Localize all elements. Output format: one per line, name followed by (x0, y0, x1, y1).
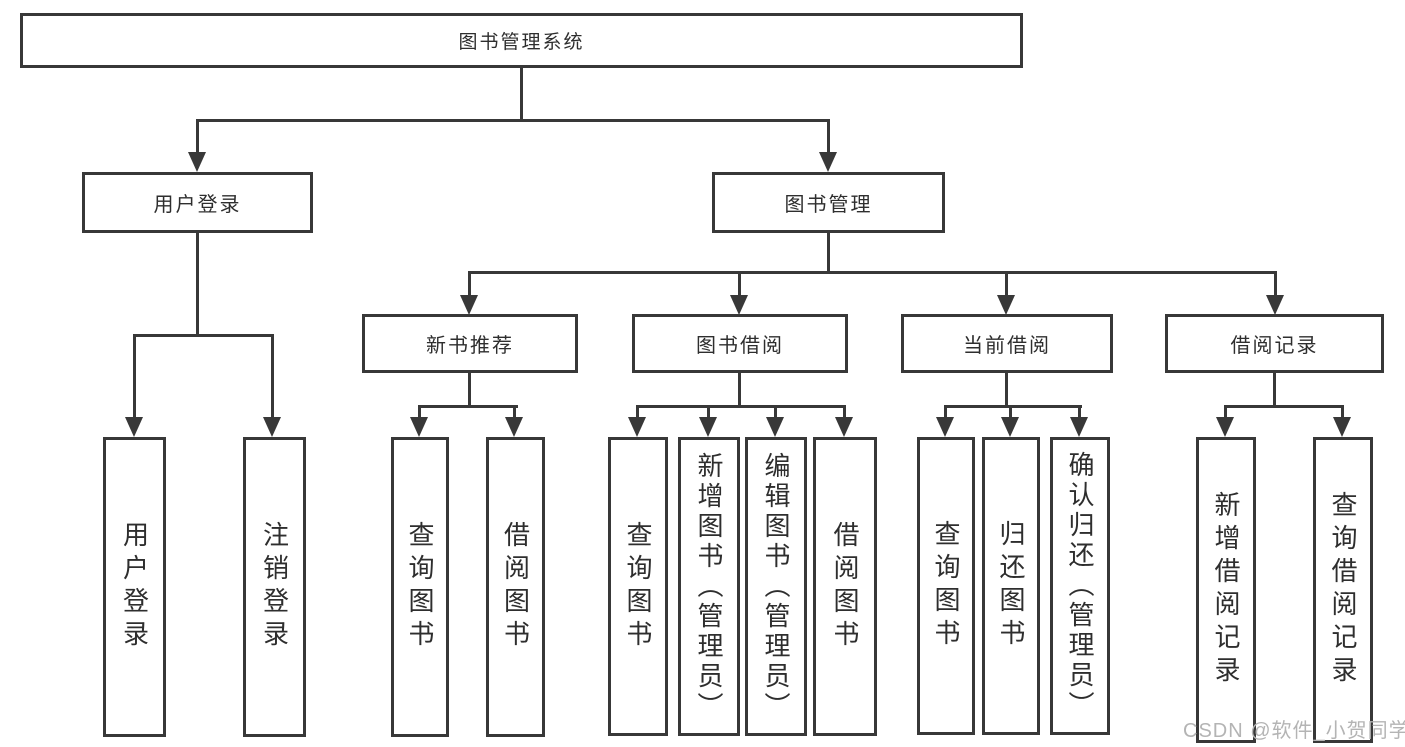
leaf-query-book-current: 查询图书 (917, 437, 975, 735)
node-book-mgmt: 图书管理 (712, 172, 945, 233)
leaf-edit-book: 编辑图书（管理员） (745, 437, 807, 736)
arrow-borrow-record (1266, 295, 1284, 315)
leaf-borrow-book-borrow: 借阅图书 (813, 437, 877, 736)
connector-drop-book-borrow (738, 271, 741, 299)
arrow-borrow-book-borrow (835, 417, 853, 437)
connector-user-leaves-rail (133, 334, 274, 337)
node-borrow-record: 借阅记录 (1165, 314, 1384, 373)
connector-current-borrow-stem (1005, 371, 1008, 408)
node-new-book-rec: 新书推荐 (362, 314, 578, 373)
connector-drop-return-book (1009, 405, 1012, 421)
connector-drop-borrow-book-borrow (843, 405, 846, 421)
csdn-watermark: CSDN @软件_小贺同学 (1183, 720, 1405, 742)
leaf-logout: 注销登录 (243, 437, 306, 737)
leaf-query-book-rec: 查询图书 (391, 437, 449, 737)
connector-current-borrow-rail (944, 405, 1082, 408)
connector-drop-leaf-user-login (133, 334, 136, 421)
arrow-borrow-book-rec (505, 417, 523, 437)
connector-new-book-rec-rail (418, 405, 518, 408)
arrow-query-record (1333, 417, 1351, 437)
connector-root-stem (520, 66, 523, 122)
connector-level3-rail (468, 271, 1277, 274)
connector-drop-borrow-book-rec (513, 405, 516, 421)
connector-drop-add-record (1224, 405, 1227, 421)
arrow-query-book-rec (410, 417, 428, 437)
connector-book-mgmt-stem (827, 231, 830, 274)
arrow-return-book (1001, 417, 1019, 437)
arrow-user-login (188, 152, 206, 172)
node-current-borrow: 当前借阅 (901, 314, 1113, 373)
arrow-current-borrow (997, 295, 1015, 315)
leaf-user-login: 用户登录 (103, 437, 166, 737)
connector-borrow-record-rail (1224, 405, 1344, 408)
connector-drop-book-mgmt (827, 119, 830, 156)
connector-drop-borrow-record (1274, 271, 1277, 299)
connector-book-borrow-stem (738, 371, 741, 408)
node-book-borrow: 图书借阅 (632, 314, 848, 373)
arrow-book-mgmt (819, 152, 837, 172)
arrow-book-borrow (730, 295, 748, 315)
connector-book-borrow-rail (636, 405, 846, 408)
leaf-return-book: 归还图书 (982, 437, 1040, 735)
leaf-borrow-book-rec: 借阅图书 (486, 437, 545, 737)
connector-level2-rail (196, 119, 830, 122)
connector-drop-add-book (707, 405, 710, 421)
connector-drop-query-record (1341, 405, 1344, 421)
arrow-add-book (699, 417, 717, 437)
connector-drop-query-book-borrow (636, 405, 639, 421)
connector-drop-query-book-current (944, 405, 947, 421)
arrow-new-book-rec (460, 295, 478, 315)
arrow-query-book-borrow (628, 417, 646, 437)
arrow-edit-book (766, 417, 784, 437)
arrow-leaf-user-login (125, 417, 143, 437)
arrow-confirm-return (1070, 417, 1088, 437)
arrow-leaf-logout (263, 417, 281, 437)
connector-drop-leaf-logout (271, 334, 274, 421)
node-root: 图书管理系统 (20, 13, 1023, 68)
connector-drop-current-borrow (1005, 271, 1008, 299)
connector-user-login-stem (196, 231, 199, 337)
leaf-query-book-borrow: 查询图书 (608, 437, 668, 736)
arrow-add-record (1216, 417, 1234, 437)
connector-drop-confirm-return (1078, 405, 1081, 421)
connector-borrow-record-stem (1273, 371, 1276, 408)
leaf-query-record: 查询借阅记录 (1313, 437, 1373, 743)
connector-drop-query-book-rec (418, 405, 421, 421)
connector-drop-user-login (196, 119, 199, 156)
node-user-login: 用户登录 (82, 172, 313, 233)
leaf-confirm-return: 确认归还（管理员） (1050, 437, 1110, 735)
connector-drop-new-book-rec (468, 271, 471, 299)
leaf-add-book: 新增图书（管理员） (678, 437, 740, 736)
leaf-add-record: 新增借阅记录 (1196, 437, 1256, 743)
connector-new-book-rec-stem (468, 371, 471, 408)
arrow-query-book-current (936, 417, 954, 437)
connector-drop-edit-book (774, 405, 777, 421)
